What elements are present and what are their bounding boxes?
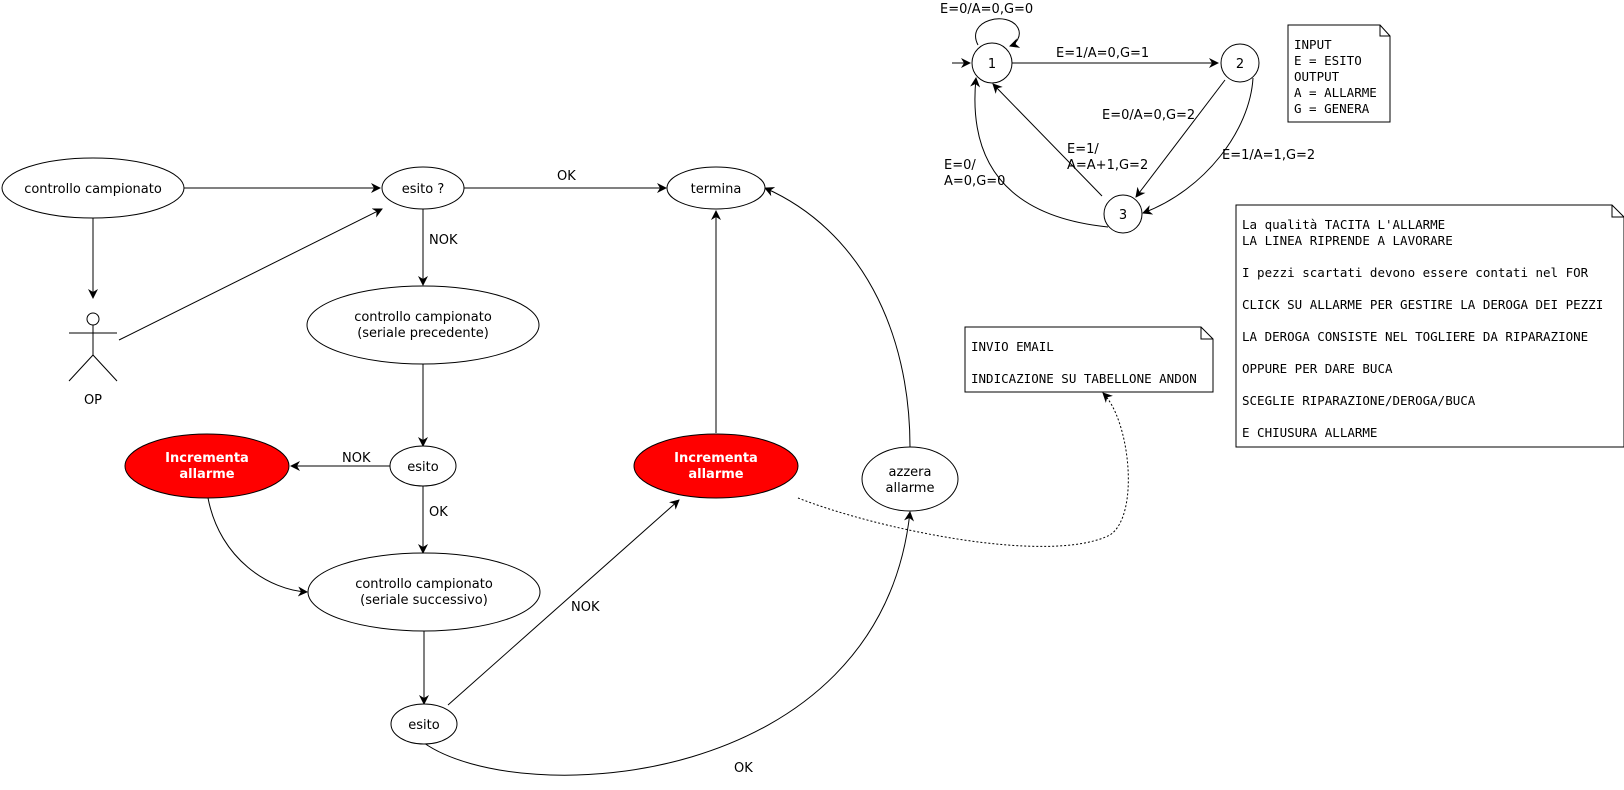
- fsm-state-3-label: 3: [1119, 208, 1127, 223]
- node-inc1-line2: allarme: [179, 467, 234, 482]
- node-cc-prec: controllo campionato (seriale precedente…: [306, 285, 540, 365]
- note-qualita-line-7: LA DEROGA CONSISTE NEL TOGLIERE DA RIPAR…: [1242, 329, 1588, 344]
- fsm-state-2: 2: [1220, 43, 1260, 83]
- fsm-label-e31b-line1: E=0/: [944, 158, 976, 173]
- actor-label: OP: [84, 393, 102, 408]
- fsm-label-e12: E=1/A=0,G=1: [1056, 46, 1149, 61]
- flow-edge-labels: OK NOK NOK OK NOK OK: [342, 169, 753, 776]
- flow-edges: [88, 183, 1129, 776]
- node-inc2-line2: allarme: [688, 467, 743, 482]
- fsm-edge-3-1-curve: [970, 77, 1109, 228]
- node-esito1-label: esito ?: [402, 182, 444, 197]
- actor-head: [86, 312, 100, 326]
- edge-azzera-termina: [764, 187, 911, 448]
- node-esito2-label: esito: [407, 460, 438, 475]
- note-qualita-line-13: E CHIUSURA ALLARME: [1242, 425, 1377, 440]
- note-email-line-2: INDICAZIONE SU TABELLONE ANDON: [971, 371, 1197, 386]
- node-inc2: Incrementa allarme: [633, 433, 799, 499]
- fsm: 1 2 3 E=0/A=0,G=0 E=1/A=0,G=1 E=0/A=0,G=…: [940, 2, 1315, 234]
- note-io-line-4: G = GENERA: [1294, 101, 1370, 116]
- note-qualita: La qualità TACITA L'ALLARME LA LINEA RIP…: [1235, 204, 1624, 448]
- fsm-edge-3-1-straight: [992, 83, 1103, 197]
- node-esito1: esito ?: [381, 166, 465, 210]
- note-io-line-1: E = ESITO: [1294, 53, 1362, 68]
- edge-actor-esito1: [118, 208, 383, 341]
- edge-esito3-inc2: [447, 499, 680, 706]
- label-nok-down: NOK: [429, 233, 458, 248]
- node-inc1: Incrementa allarme: [124, 433, 290, 499]
- note-io-line-3: A = ALLARME: [1294, 85, 1377, 100]
- fsm-state-1-label: 1: [988, 57, 996, 72]
- note-qualita-line-9: OPPURE PER DARE BUCA: [1242, 361, 1393, 376]
- node-start: controllo campionato: [1, 157, 185, 219]
- edge-esito3-azzera: [423, 511, 914, 776]
- fsm-label-e23: E=0/A=0,G=2: [1102, 108, 1195, 123]
- node-termina: termina: [666, 166, 766, 210]
- fsm-label-e23b: E=1/A=1,G=2: [1222, 148, 1315, 163]
- fsm-state-1: 1: [971, 42, 1013, 84]
- actor-leg-left: [68, 354, 94, 382]
- actor-op: OP: [68, 312, 118, 408]
- note-qualita-line-3: I pezzi scartati devono essere contati n…: [1242, 265, 1589, 280]
- edge-inc1-ccsucc: [207, 497, 308, 597]
- note-io-line-2: OUTPUT: [1294, 69, 1340, 84]
- node-cc-succ-line2: (seriale successivo): [360, 593, 488, 608]
- node-esito3: esito: [390, 703, 458, 745]
- node-cc-succ: controllo campionato (seriale successivo…: [307, 552, 541, 632]
- note-qualita-line-5: CLICK SU ALLARME PER GESTIRE LA DEROGA D…: [1242, 297, 1603, 312]
- fsm-label-e31a-line1: E=1/: [1067, 142, 1099, 157]
- fsm-label-loop1: E=0/A=0,G=0: [940, 2, 1033, 17]
- label-ok-down: OK: [429, 505, 448, 520]
- fsm-label-e31a-line2: A=A+1,G=2: [1067, 158, 1148, 173]
- fsm-state-2-label: 2: [1236, 57, 1244, 72]
- fsm-label-e31b-line2: A=0,G=0: [944, 174, 1005, 189]
- node-start-label: controllo campionato: [24, 182, 162, 197]
- note-email: INVIO EMAIL INDICAZIONE SU TABELLONE AND…: [964, 326, 1214, 393]
- fsm-loop-1: [975, 18, 1021, 48]
- fsm-state-3: 3: [1103, 194, 1143, 234]
- actor-leg-right: [92, 354, 118, 382]
- label-ok-bottom: OK: [734, 761, 753, 776]
- label-ok-top: OK: [557, 169, 576, 184]
- label-nok-diag: NOK: [571, 600, 600, 615]
- node-esito3-label: esito: [408, 718, 439, 733]
- note-qualita-line-1: LA LINEA RIPRENDE A LAVORARE: [1242, 233, 1453, 248]
- edge-inc2-email: [797, 392, 1129, 547]
- node-cc-prec-line1: controllo campionato: [354, 310, 492, 325]
- fsm-edge-2-3: [1135, 79, 1226, 198]
- note-io-line-0: INPUT: [1294, 37, 1332, 52]
- node-azzera: azzera allarme: [861, 446, 959, 512]
- note-io: INPUT E = ESITO OUTPUT A = ALLARME G = G…: [1287, 24, 1391, 123]
- label-nok-left: NOK: [342, 451, 371, 466]
- note-qualita-line-11: SCEGLIE RIPARAZIONE/DEROGA/BUCA: [1242, 393, 1476, 408]
- node-inc2-line1: Incrementa: [674, 451, 758, 466]
- node-termina-label: termina: [691, 182, 742, 197]
- fsm-edge-2-3-curve: [1142, 77, 1254, 215]
- node-azzera-line2: allarme: [886, 481, 935, 496]
- node-azzera-line1: azzera: [889, 465, 932, 480]
- note-email-line-0: INVIO EMAIL: [971, 339, 1054, 354]
- node-esito2: esito: [389, 445, 457, 487]
- node-cc-succ-line1: controllo campionato: [355, 577, 493, 592]
- node-cc-prec-line2: (seriale precedente): [357, 326, 489, 341]
- note-qualita-line-0: La qualità TACITA L'ALLARME: [1242, 217, 1445, 232]
- node-inc1-line1: Incrementa: [165, 451, 249, 466]
